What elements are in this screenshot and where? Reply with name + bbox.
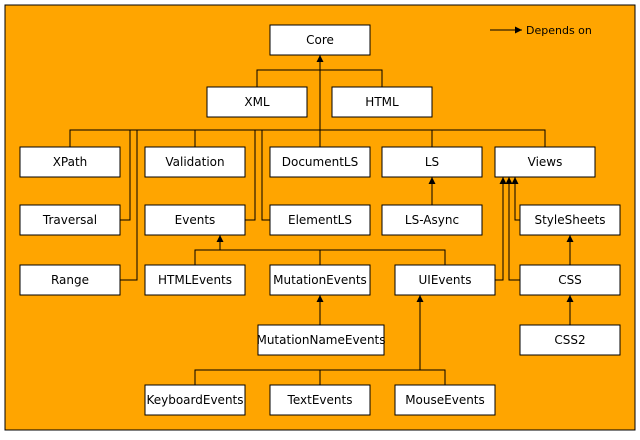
dependency-edges [69, 55, 574, 385]
node-label: CSS2 [554, 333, 585, 347]
node-box [519, 204, 621, 236]
node-label: ElementLS [288, 213, 352, 227]
node-core: Core [269, 24, 371, 56]
node-label: KeyboardEvents [146, 393, 243, 407]
node-stylesheets: StyleSheets [519, 204, 621, 236]
node-label: LS [425, 155, 439, 169]
node-label: DocumentLS [282, 155, 358, 169]
node-box [144, 146, 246, 178]
dependency-edge-htmlevents-to-events [194, 249, 220, 265]
node-css2: CSS2 [519, 324, 621, 356]
node-box [494, 146, 596, 178]
node-mutationnameevents: MutationNameEvents [256, 324, 386, 356]
node-label: UIEvents [419, 273, 472, 287]
dependency-edge-keyboardevents-to-uievents [194, 369, 420, 385]
dependency-edge-events-to-core [245, 130, 256, 221]
node-mutationevents: MutationEvents [269, 264, 371, 296]
dependency-edge-xml-to-core [256, 69, 320, 87]
node-validation: Validation [144, 146, 246, 178]
dependency-edge-traversal-to-core [120, 130, 131, 221]
node-ls-async: LS-Async [381, 204, 483, 236]
node-box [257, 324, 385, 356]
dependency-edge-xpath-to-core [69, 129, 320, 147]
node-box [269, 204, 371, 236]
node-ls: LS [381, 146, 483, 178]
node-documentls: DocumentLS [269, 146, 371, 178]
legend-label: Depends on [526, 24, 592, 37]
dependency-edge-uievents-to-views [495, 177, 507, 281]
node-box [519, 324, 621, 356]
node-box [19, 204, 121, 236]
node-views: Views [494, 146, 596, 178]
dependency-edge-stylesheets-to-views [511, 177, 520, 221]
node-box [206, 86, 308, 118]
dependency-edge-views-to-core [320, 129, 546, 147]
node-box [144, 264, 246, 296]
node-traversal: Traversal [19, 204, 121, 236]
node-box [269, 384, 371, 416]
node-label: Traversal [42, 213, 97, 227]
node-label: HTML [365, 95, 399, 109]
node-box [381, 204, 483, 236]
dependency-edge-html-to-core [320, 69, 383, 87]
dependency-edge-elementls-to-core [261, 130, 270, 221]
node-label: Range [51, 273, 89, 287]
node-xml: XML [206, 86, 308, 118]
node-label: MouseEvents [405, 393, 485, 407]
node-box [394, 264, 496, 296]
node-label: TextEvents [287, 393, 353, 407]
node-label: MutationEvents [273, 273, 367, 287]
node-events: Events [144, 204, 246, 236]
node-box [144, 204, 246, 236]
node-label: HTMLEvents [158, 273, 232, 287]
node-keyboardevents: KeyboardEvents [144, 384, 246, 416]
node-label: CSS [558, 273, 582, 287]
node-textevents: TextEvents [269, 384, 371, 416]
node-box [19, 264, 121, 296]
node-box [331, 86, 433, 118]
node-box [269, 146, 371, 178]
dependency-edge-mouseevents-to-uievents [420, 369, 446, 385]
node-label: XML [244, 95, 270, 109]
node-label: StyleSheets [534, 213, 605, 227]
node-htmlevents: HTMLEvents [144, 264, 246, 296]
dependency-edge-range-to-core [120, 130, 138, 281]
node-box [269, 264, 371, 296]
node-label: XPath [53, 155, 88, 169]
node-uievents: UIEvents [394, 264, 496, 296]
node-box [394, 384, 496, 416]
node-range: Range [19, 264, 121, 296]
dependency-edge-uievents-to-events [220, 249, 446, 265]
node-box [144, 384, 246, 416]
node-mouseevents: MouseEvents [394, 384, 496, 416]
node-label: Core [306, 33, 334, 47]
node-box [381, 146, 483, 178]
node-label: MutationNameEvents [256, 333, 385, 347]
node-label: Views [528, 155, 563, 169]
dependency-edge-css-to-views [505, 177, 520, 281]
node-label: Events [175, 213, 216, 227]
node-css: CSS [519, 264, 621, 296]
node-box [19, 146, 121, 178]
node-box [519, 264, 621, 296]
node-label: Validation [165, 155, 224, 169]
node-box [269, 24, 371, 56]
node-elementls: ElementLS [269, 204, 371, 236]
node-xpath: XPath [19, 146, 121, 178]
node-label: LS-Async [405, 213, 459, 227]
node-html: HTML [331, 86, 433, 118]
legend: Depends on [490, 24, 592, 37]
